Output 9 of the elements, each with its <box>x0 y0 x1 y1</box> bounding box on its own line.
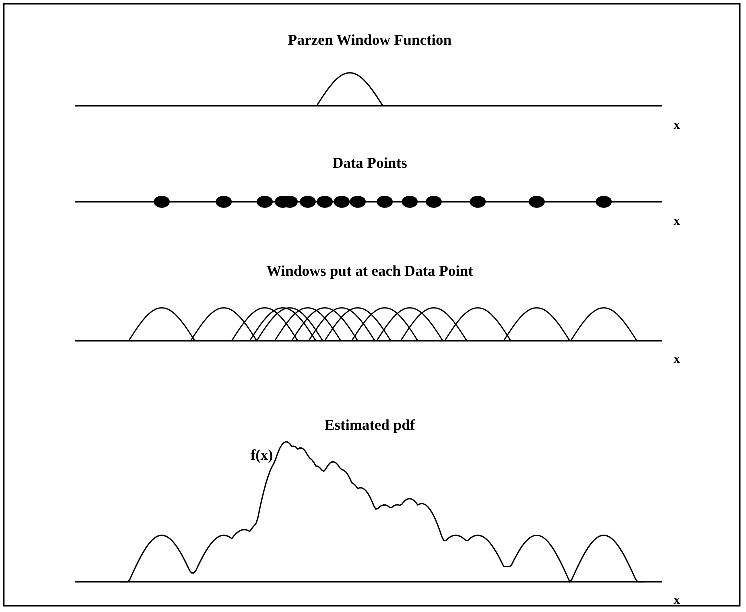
curve-label: f(x) <box>250 449 274 464</box>
panel-title: Data Points <box>332 157 408 172</box>
panel-title: Windows put at each Data Point <box>266 265 474 280</box>
panel-title: Estimated pdf <box>324 419 416 434</box>
axis-label: x <box>674 352 680 365</box>
axis-label: x <box>674 214 680 227</box>
axis-label: x <box>674 593 680 606</box>
panel-title: Parzen Window Function <box>288 34 452 49</box>
axis-label: x <box>674 118 680 131</box>
